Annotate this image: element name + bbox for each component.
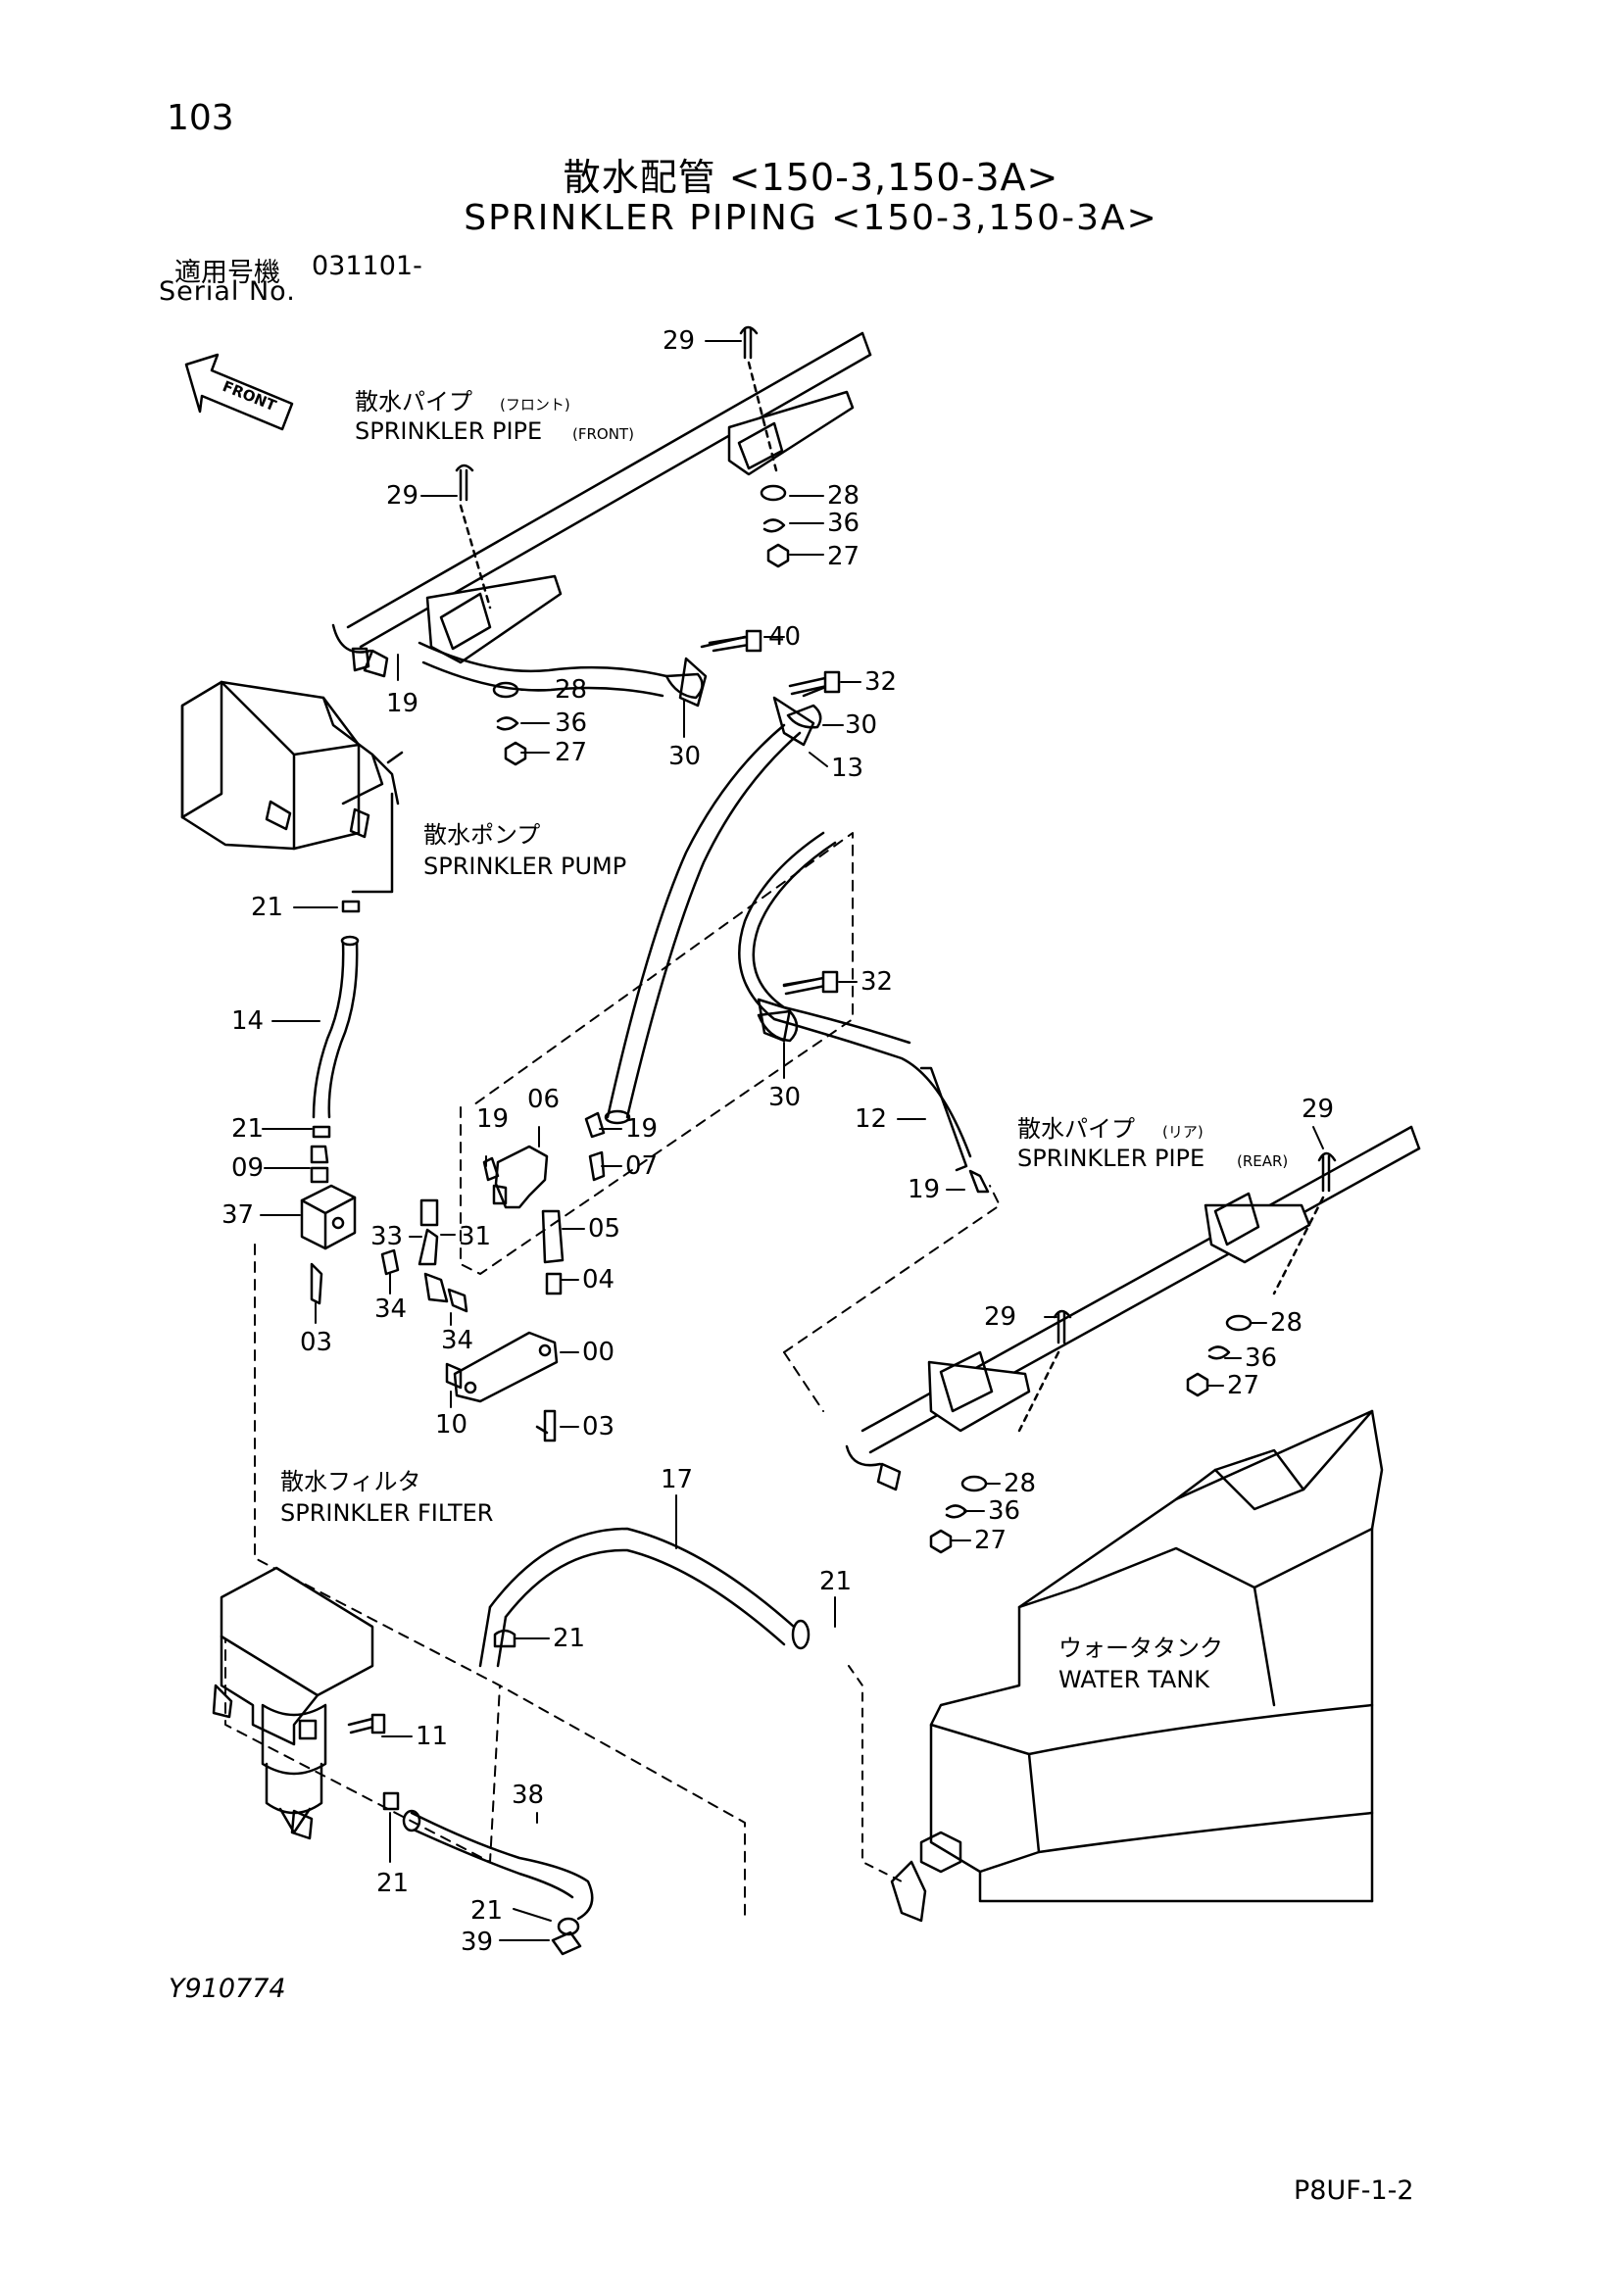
callout-label: 38 — [512, 1781, 544, 1810]
fitting-block-37 — [300, 1145, 357, 1305]
callout-label: 28 — [1004, 1469, 1036, 1498]
caption-pump-ja: 散水ポンプ — [423, 821, 540, 849]
callout-label: 19 — [476, 1104, 509, 1134]
callout-label: 04 — [582, 1265, 614, 1295]
caption-tank-en: WATER TANK — [1058, 1666, 1210, 1693]
callout-label: 31 — [459, 1222, 491, 1251]
hose-38 — [382, 1791, 594, 1956]
callout-label: 27 — [1227, 1371, 1259, 1400]
fittings-center — [380, 1111, 606, 1313]
serial-label-japanese: 適用号機 — [174, 258, 280, 288]
callout-label: 21 — [251, 893, 283, 922]
hose-17 — [478, 1527, 811, 1668]
callout-label: 21 — [819, 1567, 852, 1596]
serial-label-english: Serial No. — [159, 276, 296, 307]
callout-label: 12 — [855, 1104, 887, 1134]
callout-label: 09 — [231, 1153, 264, 1183]
sprinkler-pump — [180, 680, 404, 894]
callout-label: 36 — [827, 509, 860, 538]
callout-label: 36 — [1245, 1343, 1277, 1373]
callout-label: 19 — [908, 1175, 940, 1204]
callout-label: 34 — [441, 1326, 473, 1355]
callout-label: 32 — [860, 967, 893, 997]
callout-label: 29 — [663, 326, 695, 356]
water-tank — [890, 1409, 1384, 1923]
callout-label: 21 — [376, 1869, 409, 1898]
callout-label: 29 — [1302, 1095, 1334, 1124]
sprinkler-pipe-rear — [845, 1125, 1421, 1491]
caption-filter-en: SPRINKLER FILTER — [280, 1499, 493, 1527]
caption-pipe-front-ja: 散水パイプ — [355, 388, 472, 415]
sprinkler-pipe-front — [331, 325, 872, 678]
callout-label: 34 — [374, 1295, 407, 1324]
callout-label: 17 — [661, 1465, 693, 1494]
bolts — [347, 629, 841, 1734]
upper-hardware — [351, 484, 790, 766]
captions: 散水パイプ (フロント) SPRINKLER PIPE (FRONT) 散水ポン… — [280, 388, 1288, 1693]
callout-label: 27 — [555, 738, 587, 767]
callout-label: 27 — [974, 1526, 1007, 1555]
callout-label: 32 — [864, 667, 897, 697]
title-japanese: 散水配管 <150-3,150-3A> — [563, 156, 1059, 199]
title-english: SPRINKLER PIPING <150-3,150-3A> — [464, 198, 1158, 238]
hose-13 — [604, 723, 802, 1125]
callout-leaders — [260, 340, 1324, 1941]
callout-label: 28 — [555, 675, 587, 705]
assembly-outline — [224, 832, 1001, 1922]
hose-12 — [738, 831, 990, 1194]
caption-pump-en: SPRINKLER PUMP — [423, 853, 626, 880]
sprinkler-filter — [212, 1566, 374, 1840]
callout-label: 29 — [984, 1302, 1016, 1332]
callout-numbers: 29 28 36 27 29 19 28 36 27 40 32 30 30 1… — [221, 326, 1334, 1957]
caption-pipe-rear-en: SPRINKLER PIPE — [1017, 1145, 1204, 1172]
callout-label: 36 — [555, 708, 587, 738]
callout-label: 03 — [582, 1412, 614, 1441]
callout-label: 37 — [221, 1200, 254, 1230]
front-arrow-icon: FRONT — [184, 353, 294, 431]
callout-label: 21 — [470, 1896, 503, 1926]
callout-label: 21 — [553, 1624, 585, 1653]
callout-label: 00 — [582, 1338, 614, 1367]
hose-front-connection — [418, 641, 668, 698]
callout-label: 13 — [831, 754, 863, 783]
callout-label: 07 — [625, 1151, 658, 1181]
callout-label: 10 — [435, 1410, 467, 1440]
hose-14 — [312, 900, 361, 1139]
callout-label: 39 — [461, 1928, 493, 1957]
callout-label: 21 — [231, 1114, 264, 1144]
callout-label: 40 — [768, 622, 801, 652]
caption-pipe-front-en: SPRINKLER PIPE — [355, 417, 542, 445]
callout-label: 29 — [386, 481, 418, 511]
drawing-number: Y910774 — [169, 1974, 286, 2004]
callout-label: 28 — [827, 481, 860, 511]
caption-filter-ja: 散水フィルタ — [280, 1468, 421, 1495]
callout-label: 06 — [527, 1085, 560, 1114]
connection-lines — [848, 1665, 903, 1882]
bracket-00 — [445, 1331, 559, 1442]
callout-label: 19 — [386, 689, 418, 718]
callout-label: 33 — [370, 1222, 403, 1251]
caption-tank-ja: ウォータタンク — [1058, 1635, 1223, 1662]
caption-pipe-rear-ja-sub: (リア) — [1162, 1123, 1204, 1141]
caption-pipe-rear-ja: 散水パイプ — [1017, 1115, 1135, 1143]
caption-pipe-rear-en-sub: (REAR) — [1237, 1152, 1288, 1170]
callout-label: 14 — [231, 1006, 264, 1036]
caption-pipe-front-en-sub: (FRONT) — [572, 425, 634, 443]
callout-label: 03 — [300, 1328, 332, 1357]
caption-pipe-front-ja-sub: (フロント) — [500, 396, 570, 414]
page-number: 103 — [167, 98, 234, 138]
sheet-code: P8UF-1-2 — [1294, 2175, 1414, 2206]
callout-label: 05 — [588, 1214, 620, 1244]
serial-value: 031101- — [312, 251, 422, 281]
callout-label: 36 — [988, 1496, 1020, 1526]
callout-label: 30 — [668, 742, 701, 771]
callout-label: 30 — [845, 710, 877, 740]
callout-label: 27 — [827, 542, 860, 571]
callout-label: 30 — [768, 1083, 801, 1112]
callout-label: 19 — [625, 1114, 658, 1144]
callout-label: 28 — [1270, 1308, 1303, 1338]
callout-label: 11 — [416, 1722, 448, 1751]
